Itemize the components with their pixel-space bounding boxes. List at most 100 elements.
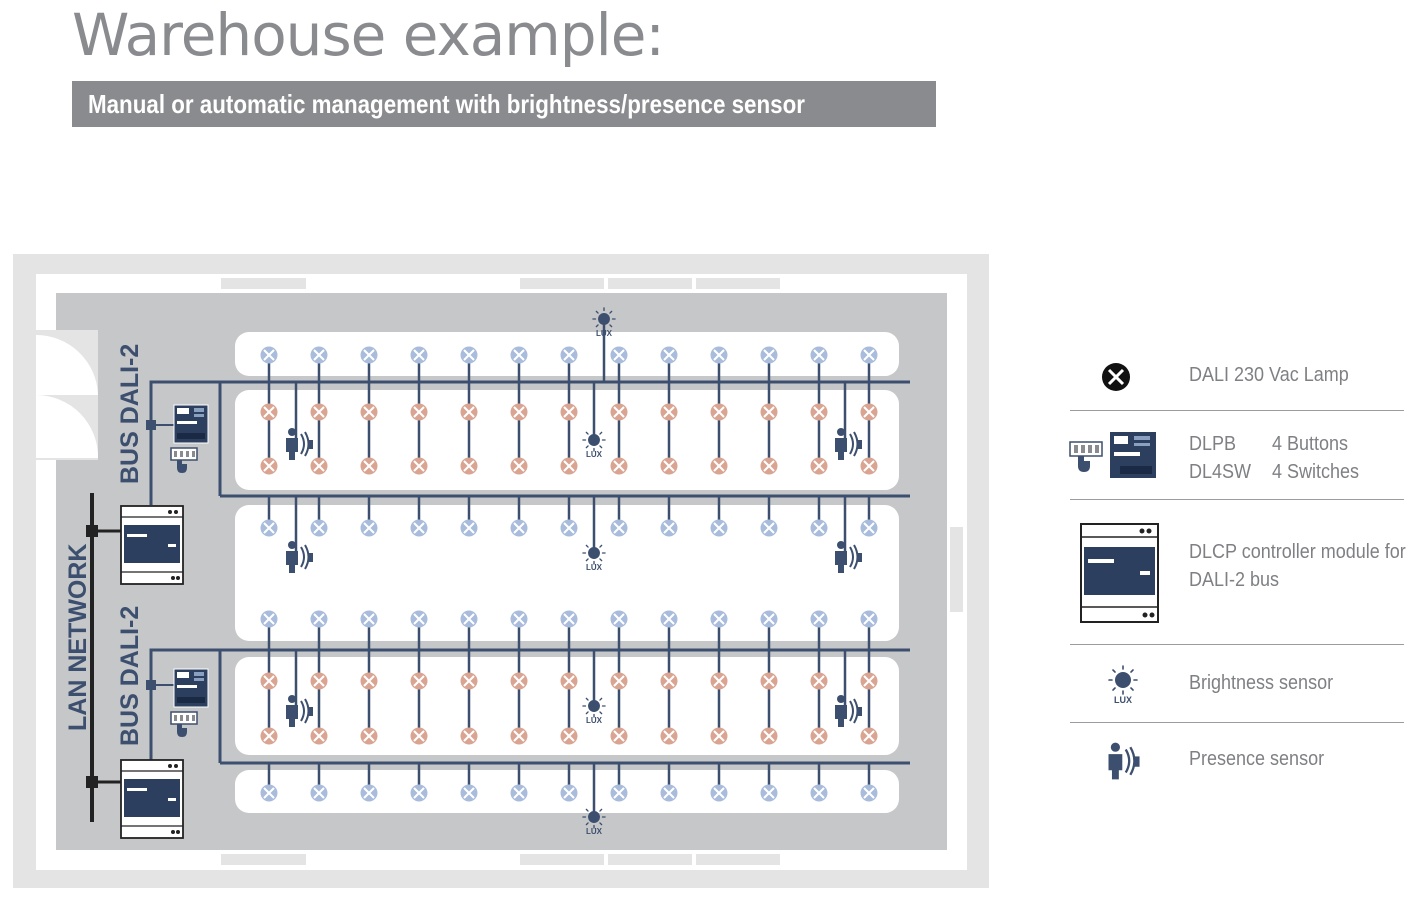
lamp-icon: [410, 403, 428, 421]
lamp-icon: [260, 672, 278, 690]
lamp-icon: [360, 784, 378, 802]
lamp-icon: [360, 610, 378, 628]
lamp-icon: [810, 346, 828, 364]
lamp-icon: [560, 784, 578, 802]
lux-label: LUX: [586, 450, 603, 459]
lamp-icon: [660, 346, 678, 364]
lamp-icon: [560, 672, 578, 690]
lamp-grid: [260, 346, 878, 802]
lamp-icon: [860, 727, 878, 745]
legend-lux-text: LUX: [1114, 695, 1132, 705]
legend-divider: [1070, 722, 1404, 723]
lamp-icon: [410, 519, 428, 537]
lamp-icon: [760, 610, 778, 628]
lamp-icon: [460, 784, 478, 802]
lamp-icon: [610, 672, 628, 690]
page-title: Warehouse example:: [72, 1, 665, 69]
lamp-icon: [560, 610, 578, 628]
lamp-icon: [760, 519, 778, 537]
lamp-icon: [510, 519, 528, 537]
lamp-icon: [260, 519, 278, 537]
presence-legend-icon: [1108, 742, 1140, 780]
lux-label: LUX: [596, 329, 613, 338]
lamp-icon: [360, 519, 378, 537]
dlpb-legend-icon: [1069, 432, 1156, 478]
lamp-icon: [760, 727, 778, 745]
lamp-icon: [610, 727, 628, 745]
lamp-icon: [310, 727, 328, 745]
lamp-icon: [860, 403, 878, 421]
lamp-legend-icon: [1102, 363, 1130, 391]
lamp-icon: [310, 610, 328, 628]
lan-network-label: LAN NETWORK: [64, 544, 92, 731]
lamp-icon: [810, 403, 828, 421]
legend-dlpb-code: DLPB: [1189, 433, 1237, 455]
lamp-icon: [460, 519, 478, 537]
bus-to-controller: [149, 380, 220, 505]
lamp-icon: [610, 610, 628, 628]
lux-label: LUX: [586, 716, 603, 725]
lamp-icon: [610, 457, 628, 475]
legend-divider: [1070, 499, 1404, 500]
dlcp-legend-icon: [1080, 523, 1159, 623]
lamp-icon: [860, 672, 878, 690]
lamp-icon: [460, 457, 478, 475]
lamp-icon: [510, 346, 528, 364]
control-devices: [120, 404, 209, 839]
lamp-icon: [460, 672, 478, 690]
lamp-icon: [460, 346, 478, 364]
lamp-icon: [310, 346, 328, 364]
lamp-icon: [360, 346, 378, 364]
dlpb-module: [173, 668, 209, 708]
legend-lamp-text: DALI 230 Vac Lamp: [1189, 364, 1349, 386]
lamp-icon: [810, 784, 828, 802]
bus-dali-label-bottom: BUS DALI-2: [116, 606, 144, 746]
lamp-icon: [260, 457, 278, 475]
lamp-icon: [360, 457, 378, 475]
dlpb-module: [173, 404, 209, 444]
dlcp-controller: [120, 759, 184, 839]
lamp-icon: [810, 519, 828, 537]
lamp-icon: [510, 403, 528, 421]
lamp-icon: [560, 346, 578, 364]
lamp-icon: [710, 610, 728, 628]
lamp-icon: [510, 610, 528, 628]
door-leaf-top: [36, 335, 98, 395]
legend-divider: [1070, 644, 1404, 645]
lamp-icon: [560, 457, 578, 475]
lux-label: LUX: [586, 563, 603, 572]
lamp-icon: [260, 784, 278, 802]
lamp-icon: [260, 346, 278, 364]
lamp-icon: [660, 784, 678, 802]
lamp-icon: [610, 519, 628, 537]
lamp-icon: [710, 519, 728, 537]
lamp-icon: [760, 346, 778, 364]
lamp-icon: [360, 672, 378, 690]
lamp-icon: [360, 727, 378, 745]
legend-dlpb-desc: 4 Buttons: [1272, 433, 1349, 455]
legend-divider: [1070, 410, 1404, 411]
lamp-icon: [660, 457, 678, 475]
lamp-icon: [360, 403, 378, 421]
lamp-icon: [260, 727, 278, 745]
lamp-icon: [760, 403, 778, 421]
legend-dlcp-line1: DLCP controller module for: [1189, 541, 1406, 563]
bus-dali-label-top: BUS DALI-2: [116, 344, 144, 484]
lamp-icon: [710, 784, 728, 802]
subtitle-text: Manual or automatic management with brig…: [88, 89, 805, 119]
lamp-icon: [610, 346, 628, 364]
lamp-icon: [410, 346, 428, 364]
legend-dlcp-line2: DALI-2 bus: [1189, 569, 1280, 591]
lamp-icon: [810, 610, 828, 628]
lamp-icon: [510, 784, 528, 802]
lamp-icon: [510, 672, 528, 690]
lamp-icon: [460, 403, 478, 421]
lamp-icon: [810, 727, 828, 745]
lamp-icon: [410, 672, 428, 690]
window-marks: [221, 278, 963, 865]
dali-bus-lines: [86, 320, 910, 822]
lamp-icon: [510, 727, 528, 745]
lamp-icon: [610, 784, 628, 802]
lux-label: LUX: [586, 827, 603, 836]
lamp-icon: [860, 346, 878, 364]
